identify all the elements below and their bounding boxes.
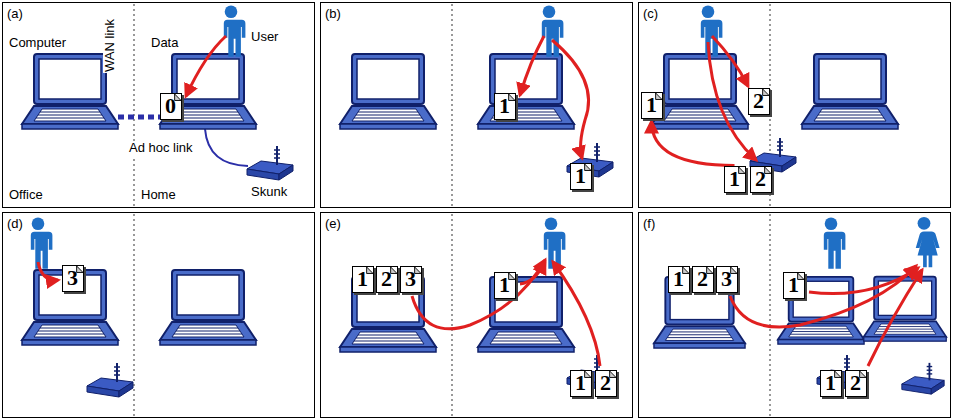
data-number: 1 xyxy=(825,372,836,394)
data-number: 1 xyxy=(575,165,586,187)
data-label: Data xyxy=(150,36,179,51)
data-document: 2 xyxy=(845,370,867,397)
skunk-device xyxy=(902,363,944,394)
data-document: 2 xyxy=(750,166,772,193)
data-number: 1 xyxy=(575,372,586,394)
data-number: 2 xyxy=(381,268,392,290)
data-document: 3 xyxy=(716,266,738,293)
flow-arrow xyxy=(730,266,916,327)
flow-arrow xyxy=(553,262,600,366)
flow-arrows xyxy=(38,36,922,366)
flow-arrow xyxy=(520,36,544,95)
laptop xyxy=(340,54,436,129)
data-document: 2 xyxy=(376,266,398,293)
panel: (c)1212 xyxy=(638,2,951,208)
data-number: 2 xyxy=(697,268,708,290)
flow-arrow xyxy=(712,36,748,86)
user-figure xyxy=(820,217,845,268)
data-number: 3 xyxy=(405,268,416,290)
data-number: 1 xyxy=(499,274,510,296)
flow-arrow xyxy=(809,268,918,294)
data-document: 1 xyxy=(668,266,690,293)
data-document: 3 xyxy=(400,266,422,293)
panel: (b) 1 1 xyxy=(320,2,633,208)
data-number: 3 xyxy=(721,268,732,290)
panel: (e)123112 xyxy=(320,212,633,418)
data-document: 1 xyxy=(783,272,805,299)
data-document: 1 xyxy=(724,166,746,193)
location-label: Home xyxy=(140,188,177,203)
skunk-device xyxy=(87,363,133,397)
link-label: Ad hoc link xyxy=(128,141,194,156)
panel-label: (c) xyxy=(643,6,658,21)
data-document: 2 xyxy=(748,88,770,115)
location-label: Office xyxy=(8,188,44,203)
data-document: 1 xyxy=(570,163,592,190)
panel-label: (f) xyxy=(643,216,655,231)
data-document: 2 xyxy=(595,370,617,397)
skunk-device xyxy=(247,146,293,180)
data-number: 2 xyxy=(600,372,611,394)
data-number: 2 xyxy=(753,90,764,112)
divider xyxy=(134,4,770,416)
panel: (d) 3 xyxy=(2,212,315,418)
data-number: 1 xyxy=(357,268,368,290)
user-figure xyxy=(27,217,52,268)
laptop xyxy=(478,54,574,129)
wan-link xyxy=(118,115,160,120)
laptop xyxy=(802,54,898,129)
data-number: 1 xyxy=(499,95,510,117)
data-document: 1 xyxy=(494,272,516,299)
data-number: 2 xyxy=(850,372,861,394)
user-figure xyxy=(220,5,245,56)
device-label: Skunk xyxy=(250,185,288,200)
computer-label: Computer xyxy=(8,36,67,51)
data-number: 0 xyxy=(165,95,176,117)
link-label: WAN link xyxy=(103,18,118,73)
flow-arrow xyxy=(520,262,545,284)
panel-label: (e) xyxy=(325,216,341,231)
panel-label: (b) xyxy=(325,6,341,21)
divider-line xyxy=(769,214,770,416)
data-document: 3 xyxy=(62,265,84,292)
data-document: 0 xyxy=(160,93,182,120)
data-document: 1 xyxy=(494,93,516,120)
data-document: 2 xyxy=(692,266,714,293)
adhoc-link xyxy=(205,129,248,166)
data-document: 1 xyxy=(570,370,592,397)
panel: (f)123112 xyxy=(638,212,951,418)
divider-line xyxy=(133,4,134,206)
flow-arrow xyxy=(38,262,58,280)
flow-arrow xyxy=(868,270,922,366)
divider-line xyxy=(451,214,452,416)
user-label: User xyxy=(250,30,279,45)
laptop xyxy=(160,54,256,129)
data-document: 1 xyxy=(820,370,842,397)
divider-line xyxy=(451,4,452,206)
data-number: 1 xyxy=(646,94,657,116)
divider-line xyxy=(133,214,134,416)
laptop xyxy=(160,270,256,345)
data-number: 1 xyxy=(673,268,684,290)
panel-label: (a) xyxy=(7,6,23,21)
data-number: 1 xyxy=(729,168,740,190)
flow-arrow xyxy=(552,40,589,158)
flow-arrow xyxy=(412,260,545,329)
data-number: 1 xyxy=(788,274,799,296)
user-figure xyxy=(538,5,563,56)
data-document: 1 xyxy=(352,266,374,293)
data-document: 1 xyxy=(641,92,663,119)
flow-arrow xyxy=(652,122,735,166)
laptop xyxy=(652,54,748,129)
data-number: 3 xyxy=(67,267,78,289)
user-figure xyxy=(916,217,940,267)
flow-arrow xyxy=(186,36,226,96)
data-number: 2 xyxy=(755,168,766,190)
panel-label: (d) xyxy=(7,216,23,231)
